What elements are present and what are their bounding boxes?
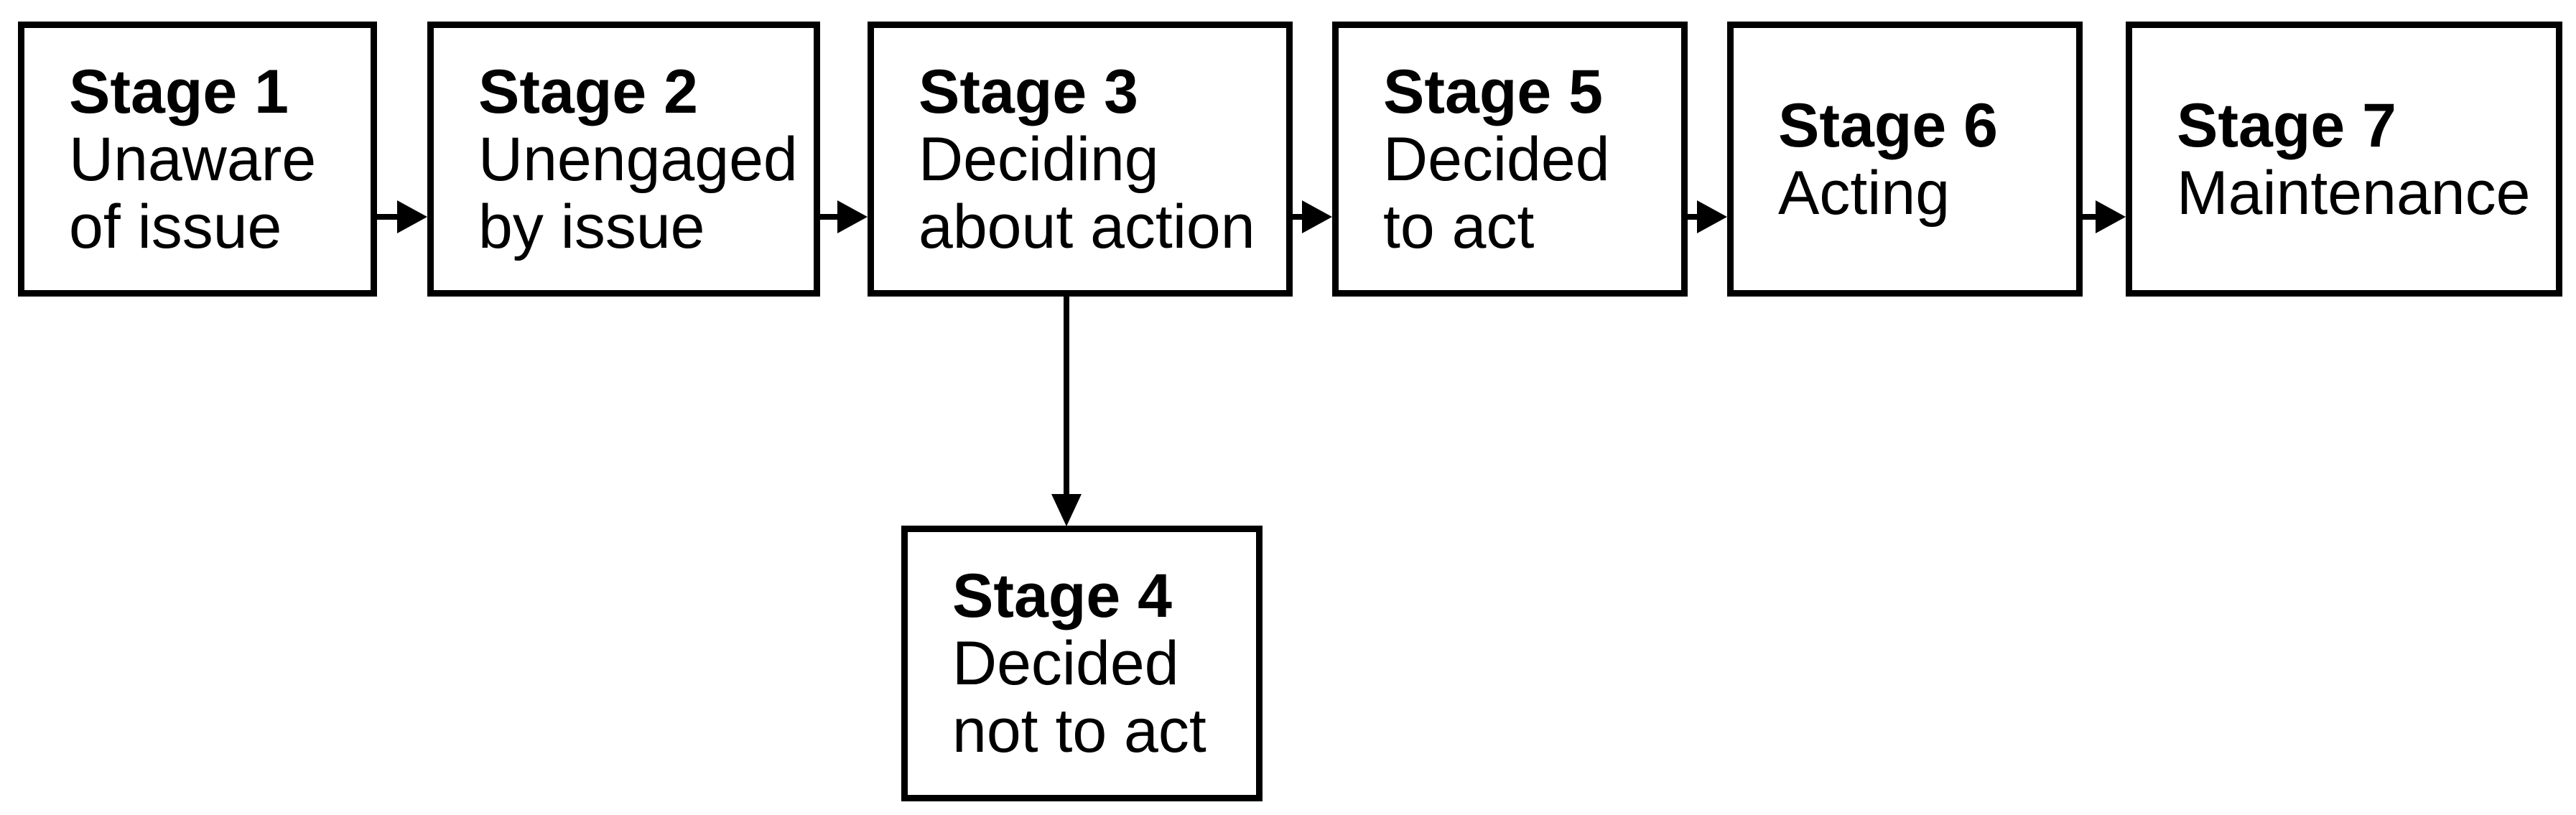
stage-7-line-1: Maintenance <box>2177 158 2531 228</box>
arrow-stage5-to-stage6-shaft <box>1688 214 1698 220</box>
stage-2-line-1: Unengaged <box>478 124 798 194</box>
stage-6-title: Stage 6 <box>1778 90 1998 160</box>
arrow-stage1-to-stage2-shaft <box>377 214 399 220</box>
stage-3-line-1: Deciding <box>919 124 1159 194</box>
stage-2-title: Stage 2 <box>478 57 698 126</box>
stage-4-box: Stage 4 Decided not to act <box>901 526 1263 801</box>
stage-5-box: Stage 5 Decided to act <box>1332 22 1688 297</box>
arrow-stage3-to-stage5-arrowhead-icon <box>1302 200 1332 233</box>
stage-5-line-2: to act <box>1383 192 1535 261</box>
arrow-stage2-to-stage3-arrowhead-icon <box>837 200 868 233</box>
arrow-stage5-to-stage6-arrowhead-icon <box>1697 200 1727 233</box>
stage-1-title: Stage 1 <box>69 57 289 126</box>
stage-2-box: Stage 2 Unengaged by issue <box>427 22 820 297</box>
stage-6-box: Stage 6 Acting <box>1727 22 2083 297</box>
stage-6-line-1: Acting <box>1778 158 1950 228</box>
stage-4-title: Stage 4 <box>952 562 1172 630</box>
arrow-stage3-to-stage4-arrowhead-icon <box>1051 494 1082 526</box>
stage-5-line-1: Decided <box>1383 124 1610 194</box>
stage-1-line-1: Unaware <box>69 124 317 194</box>
stage-4-line-2: not to act <box>952 697 1206 765</box>
stage-2-line-2: by issue <box>478 192 705 261</box>
arrow-stage3-to-stage4-shaft <box>1064 297 1069 495</box>
stage-7-title: Stage 7 <box>2177 90 2396 160</box>
stage-3-line-2: about action <box>919 192 1255 261</box>
stage-5-title: Stage 5 <box>1383 57 1603 126</box>
stage-7-box: Stage 7 Maintenance <box>2126 22 2562 297</box>
stage-1-box: Stage 1 Unaware of issue <box>18 22 377 297</box>
stage-4-line-1: Decided <box>952 629 1179 698</box>
arrow-stage1-to-stage2-arrowhead-icon <box>397 200 427 233</box>
arrow-stage6-to-stage7-shaft <box>2083 214 2097 220</box>
stage-1-line-2: of issue <box>69 192 282 261</box>
arrow-stage6-to-stage7-arrowhead-icon <box>2096 200 2126 233</box>
arrow-stage3-to-stage5-shaft <box>1293 214 1303 220</box>
arrow-stage2-to-stage3-shaft <box>820 214 839 220</box>
stage-3-title: Stage 3 <box>919 57 1138 126</box>
stage-3-box: Stage 3 Deciding about action <box>868 22 1293 297</box>
